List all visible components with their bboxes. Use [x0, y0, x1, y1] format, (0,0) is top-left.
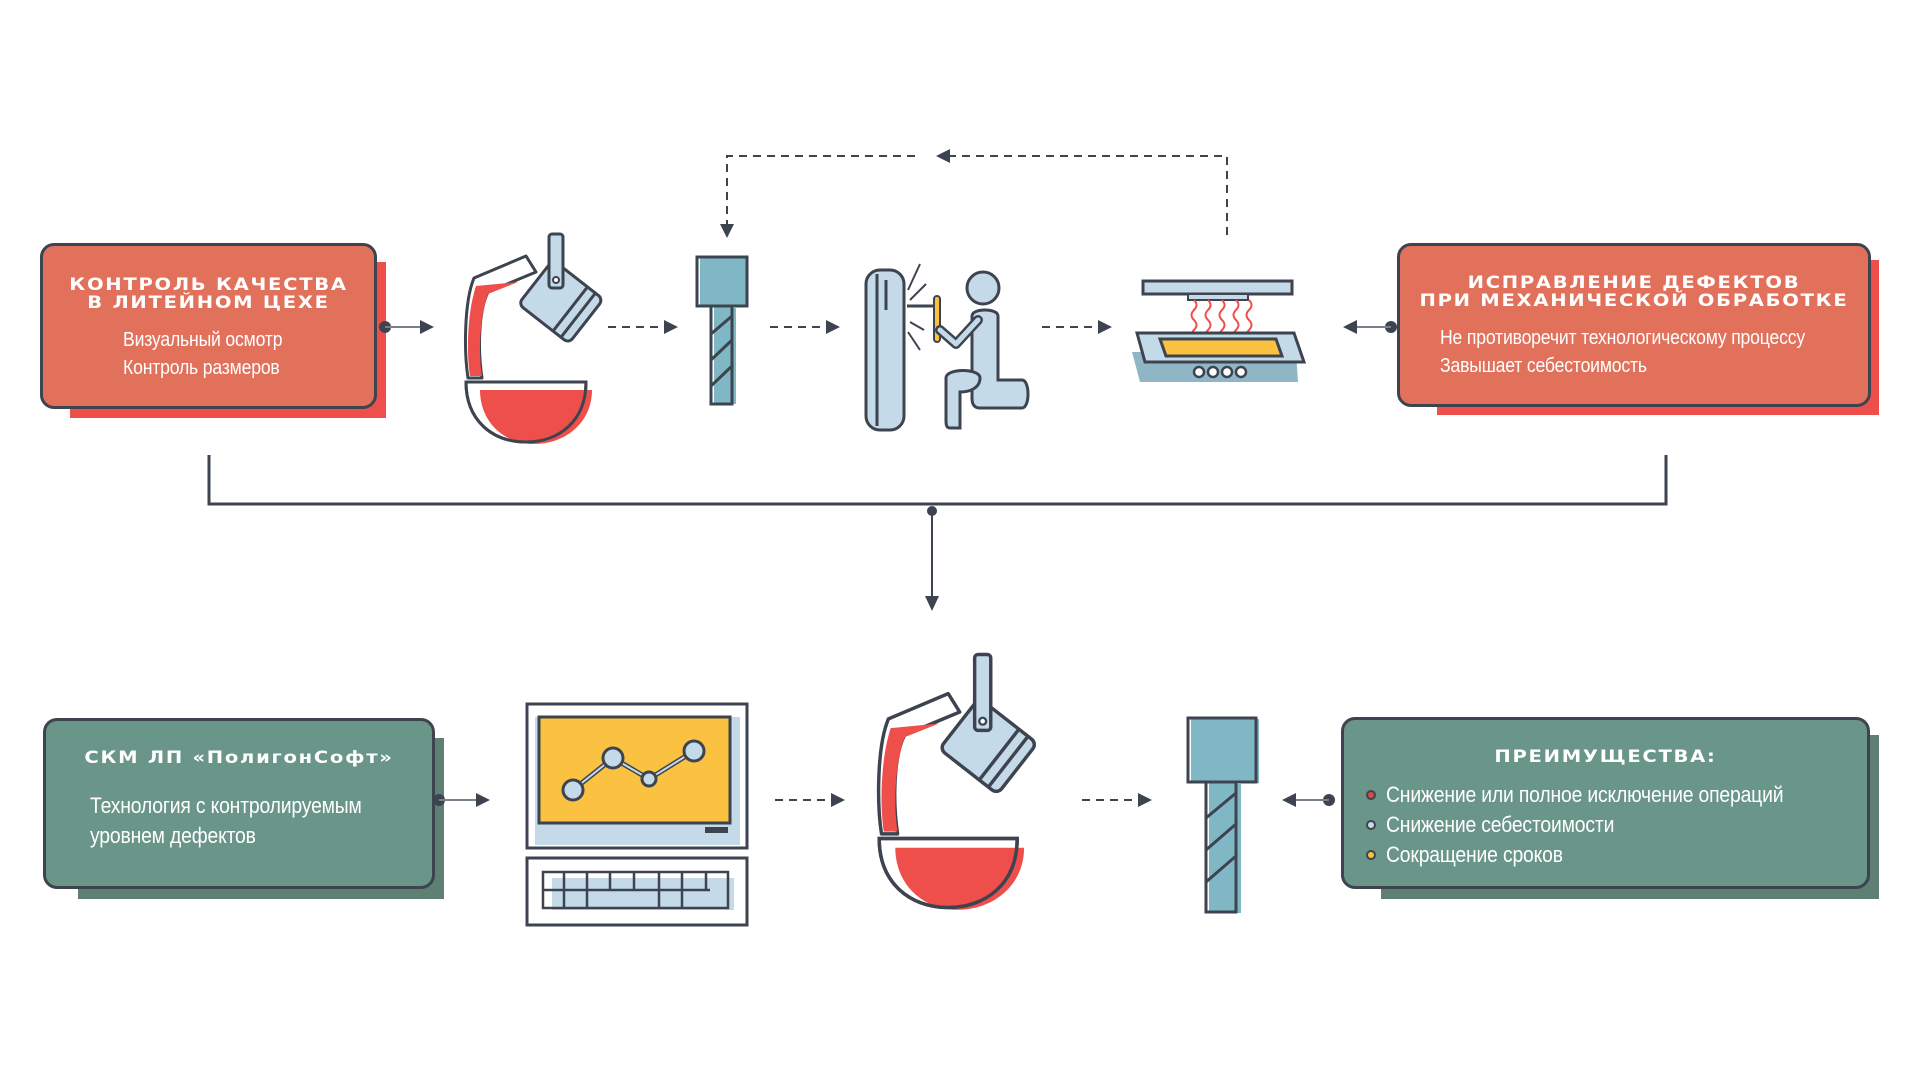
- box-text-line: Визуальный осмотр: [123, 329, 283, 351]
- computer-simulation-icon: [525, 702, 749, 927]
- title-line: Исправление дефектов: [1467, 273, 1801, 293]
- advantage-item: Сокращение сроков: [1366, 840, 1867, 870]
- box-text-line: Не противоречит технологическому процесс…: [1440, 327, 1805, 349]
- foundry-quality-control-box: Контроль качества в литейном цехе Визуал…: [40, 243, 377, 409]
- connector-box-to-cutter: [1282, 793, 1335, 807]
- box-title: Контроль качества в литейном цехе: [18, 276, 399, 312]
- polygonsoft-box: СКМ ЛП «ПолигонСофт» Технология с контро…: [43, 718, 435, 889]
- advantage-text: Сокращение сроков: [1386, 842, 1563, 867]
- advantage-text: Снижение или полное исключение операций: [1386, 782, 1784, 807]
- box-text-line: Технология с контролируемым: [90, 793, 362, 818]
- title-line: в литейном цехе: [87, 293, 330, 313]
- connector-box-to-furnace: [1343, 320, 1397, 334]
- casting-ladle-icon: [876, 652, 1036, 910]
- advantages-box: Преимущества: Снижение или полное исключ…: [1341, 717, 1870, 889]
- dashed-arrow: [775, 793, 845, 807]
- red-bullet-icon: [1366, 790, 1376, 800]
- dashed-arrow: [1082, 793, 1152, 807]
- advantage-text: Снижение себестоимости: [1386, 812, 1615, 837]
- feedback-loop-arrow: [720, 149, 1228, 238]
- connector-box-to-computer: [433, 793, 490, 807]
- title-line: Контроль качества: [69, 275, 348, 295]
- box-title: Исправление дефектов при механической об…: [1365, 274, 1903, 310]
- advantage-item: Снижение себестоимости: [1366, 810, 1867, 840]
- yellow-bullet-icon: [1366, 850, 1376, 860]
- advantages-list: Снижение или полное исключение операций …: [1344, 780, 1867, 870]
- milling-cutter-icon: [695, 255, 749, 406]
- dashed-arrow: [1042, 320, 1112, 334]
- worker-grinding-icon: [864, 263, 1030, 432]
- advantage-item: Снижение или полное исключение операций: [1366, 780, 1867, 810]
- box-text-line: Контроль размеров: [123, 357, 280, 379]
- heat-treatment-furnace-icon: [1132, 279, 1307, 382]
- dashed-arrow: [770, 320, 840, 334]
- milling-cutter-icon: [1186, 716, 1259, 914]
- merge-bracket: [207, 455, 1668, 611]
- blue-bullet-icon: [1366, 820, 1376, 830]
- casting-ladle-icon: [464, 232, 603, 444]
- machining-defect-correction-box: Исправление дефектов при механической об…: [1397, 243, 1871, 407]
- connector-box-to-ladle: [379, 320, 434, 334]
- dashed-arrow: [608, 320, 678, 334]
- box-text-line: уровнем дефектов: [90, 823, 256, 848]
- box-text-line: Завышает себестоимость: [1440, 355, 1647, 377]
- box-title: Преимущества:: [1494, 747, 1717, 767]
- box-title: СКМ ЛП «ПолигонСофт»: [84, 748, 394, 768]
- title-line: при механической обработке: [1419, 291, 1849, 311]
